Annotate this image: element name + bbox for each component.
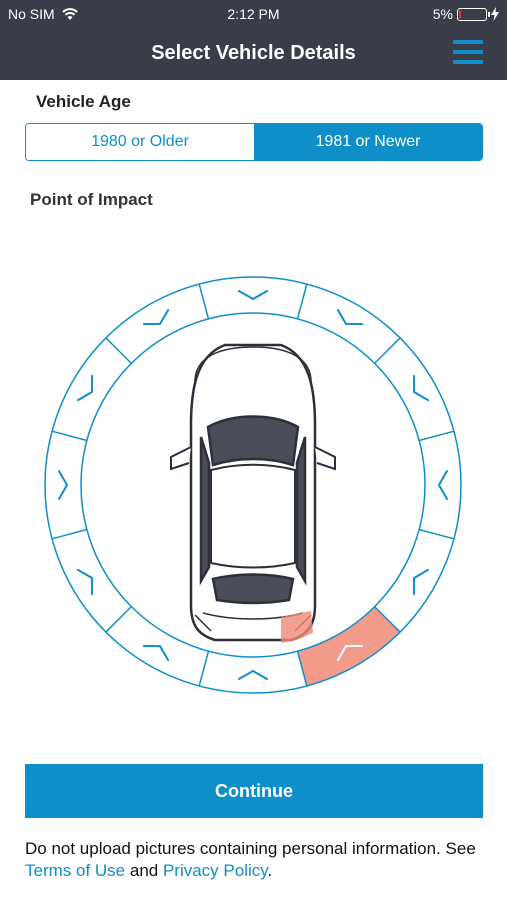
vehicle-age-label: Vehicle Age [36, 92, 131, 111]
battery-percent: 5% [432, 6, 453, 22]
vehicle-age-selector: 1980 or Older 1981 or Newer [25, 123, 483, 161]
zone-divider [51, 528, 88, 540]
impact-arrow-icon [142, 645, 170, 662]
impact-arrow-icon [76, 374, 93, 402]
segment-1980-or-older[interactable]: 1980 or Older [26, 124, 254, 160]
status-left: No SIM [8, 6, 79, 22]
battery-icon [457, 7, 490, 21]
point-of-impact-label: Point of Impact [30, 190, 153, 209]
zone-divider [374, 337, 401, 364]
status-bar: No SIM 2:12 PM 5% [0, 0, 507, 28]
impact-arrow-icon [437, 470, 448, 500]
outer-ring [44, 276, 462, 694]
disclaimer-text-3: . [267, 861, 273, 880]
disclaimer-text: Do not upload pictures containing person… [25, 838, 485, 882]
selected-impact-marker [281, 611, 313, 643]
disclaimer-text-2: and [125, 861, 163, 880]
zone-divider [198, 650, 210, 687]
wifi-icon [61, 8, 78, 20]
continue-button[interactable]: Continue [25, 764, 483, 818]
segment-1981-or-newer[interactable]: 1981 or Newer [254, 124, 482, 160]
car-illustration [170, 343, 336, 642]
zone-divider [198, 283, 210, 320]
privacy-policy-link[interactable]: Privacy Policy [162, 861, 268, 880]
impact-arrow-icon [336, 645, 364, 662]
impact-arrow-icon [413, 374, 430, 402]
zone-divider [105, 606, 132, 633]
impact-zone-diagram [44, 276, 462, 694]
nav-bar: Select Vehicle Details [0, 28, 507, 80]
impact-arrow-icon [142, 308, 170, 325]
impact-arrow-icon [76, 568, 93, 596]
page-title: Select Vehicle Details [151, 42, 356, 64]
zone-divider [418, 430, 455, 442]
terms-of-use-link[interactable]: Terms of Use [25, 861, 126, 880]
inner-ring [80, 312, 426, 658]
impact-arrow-icon [413, 568, 430, 596]
hamburger-menu-icon[interactable] [453, 40, 483, 66]
impact-arrow-icon [238, 290, 268, 301]
impact-arrow-icon [238, 669, 268, 680]
carrier-label: No SIM [8, 6, 55, 22]
impact-arrow-icon [336, 308, 364, 325]
impact-arrow-icon [58, 470, 69, 500]
zone-divider [105, 337, 132, 364]
status-time: 2:12 PM [227, 6, 280, 22]
zone-divider [374, 606, 401, 633]
zone-divider [296, 283, 308, 320]
zone-divider [296, 650, 308, 687]
disclaimer-text-1: Do not upload pictures containing person… [25, 839, 476, 858]
status-right: 5% [433, 6, 499, 22]
zone-divider [51, 430, 88, 442]
charging-bolt-icon [491, 7, 499, 21]
zone-divider [418, 528, 455, 540]
